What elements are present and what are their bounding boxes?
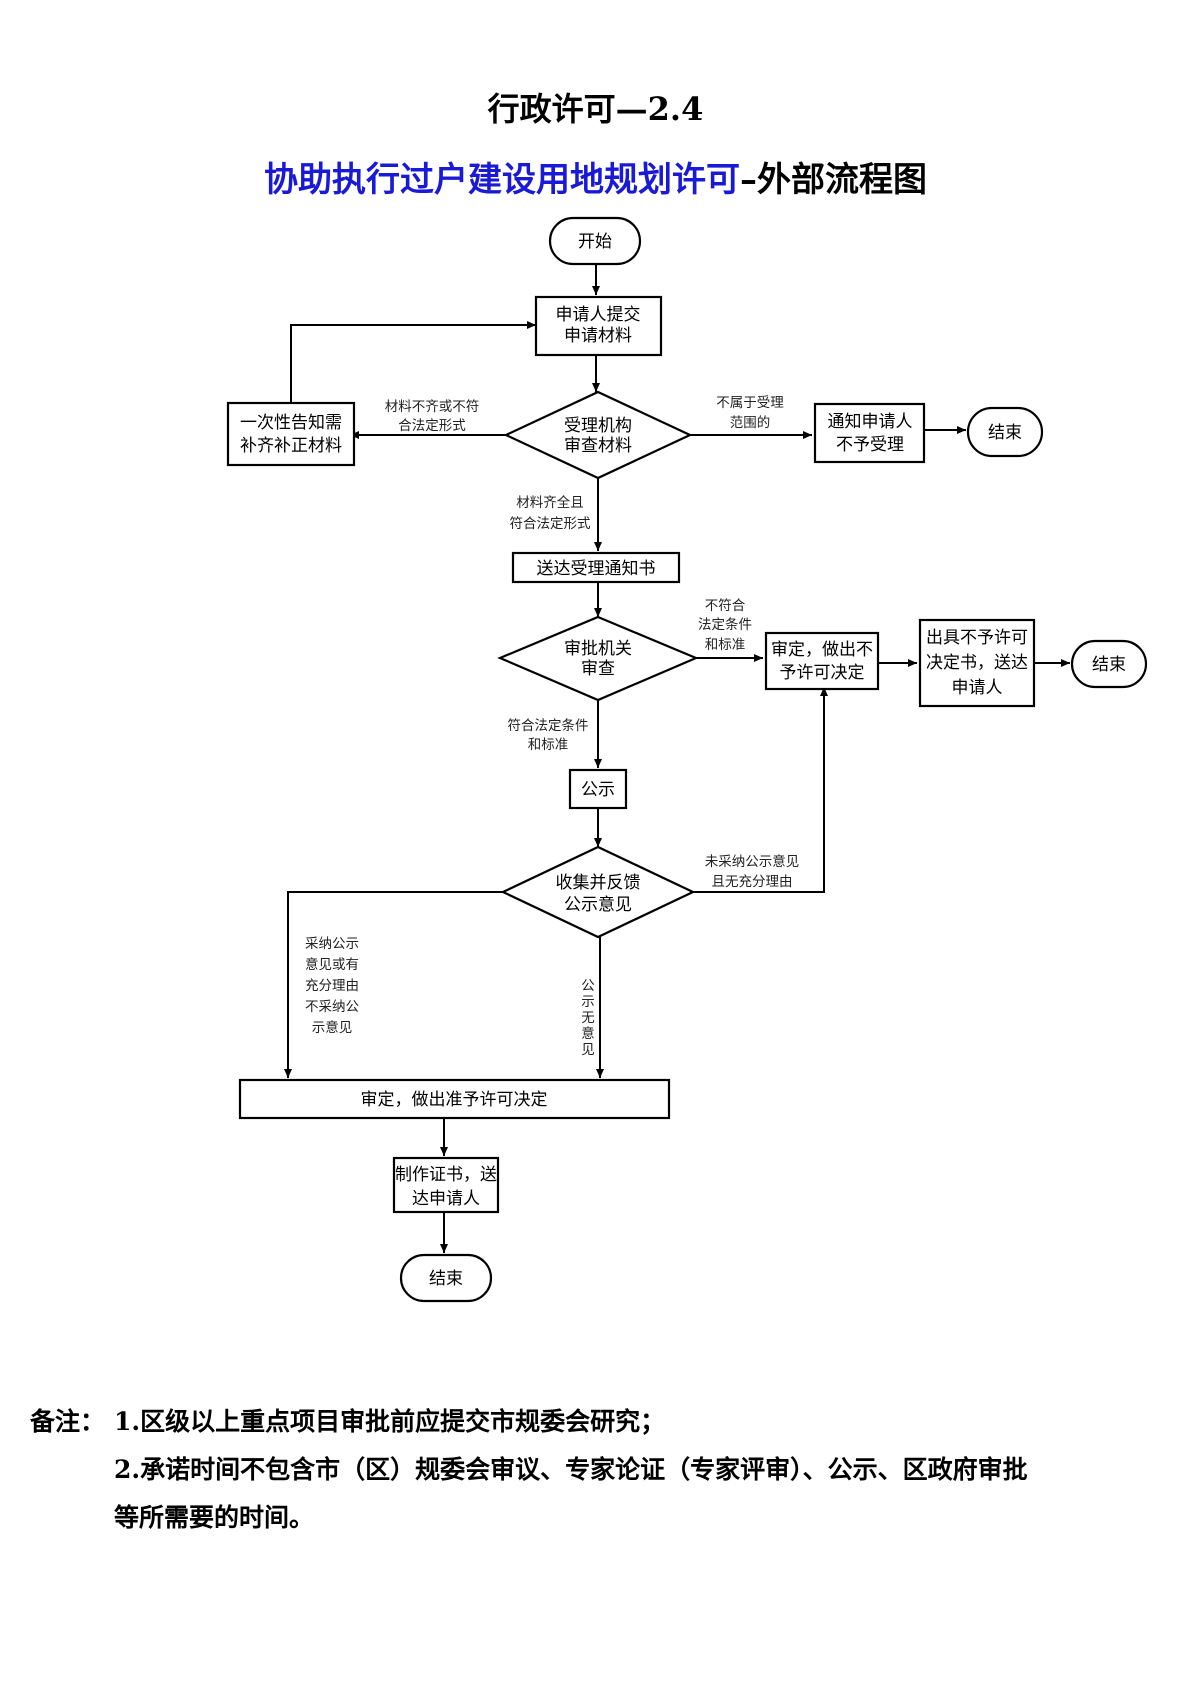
grant-decide-node (238, 1078, 671, 1120)
supplement-label: 补齐补正材料 (240, 436, 342, 456)
deny-doc-label: 申请人 (952, 678, 1003, 698)
end-node-1 (966, 406, 1044, 458)
notes-label: 备注： (30, 1407, 106, 1436)
subtitle-suffix: –外部流程图 (740, 160, 927, 200)
edge-label-no-objection: 意 (581, 1025, 595, 1042)
edge-label-complete: 符合法定形式 (510, 516, 591, 532)
deny-decide-node (764, 631, 880, 691)
notify-reject-label: 通知申请人 (828, 412, 913, 432)
edge-label-out-of-scope: 范围的 (730, 415, 771, 431)
review-label: 受理机构 (564, 416, 632, 436)
edge-label-adopted: 意见或有 (305, 956, 359, 973)
flowchart: 开始 申请人提交 申请材料 受理机构 审查材料 一次性告知需 补齐补正材料 通知… (226, 216, 1148, 1303)
edge-supplement-submit (290, 321, 536, 403)
edge-label-complete: 材料齐全且 (516, 494, 584, 511)
page-subtitle: 协助执行过户建设用地规划许可–外部流程图 (0, 152, 1191, 201)
end-node-3 (399, 1253, 493, 1303)
edge-label-adopted: 不采纳公 (305, 999, 359, 1015)
page-title: 行政许可—2.4 (487, 90, 704, 128)
grant-decide-label: 审定，做出准予许可决定 (361, 1090, 548, 1110)
supplement-node (226, 401, 356, 467)
edge-label-not-meet: 法定条件 (698, 616, 752, 633)
certificate-label: 制作证书，送 (395, 1165, 497, 1185)
collect-label: 收集并反馈 (556, 873, 641, 893)
notify-reject-node (813, 402, 926, 464)
review-decision (503, 390, 693, 480)
publicize-label: 公示 (581, 780, 615, 800)
review-label: 审查材料 (564, 436, 632, 456)
edge-label-incomplete: 材料不齐或不符 (385, 399, 480, 415)
start-node (548, 216, 642, 266)
start-label: 开始 (578, 232, 612, 252)
edge-label-not-meet: 和标准 (705, 637, 746, 653)
edge-label-adopted: 充分理由 (305, 978, 359, 994)
edge-label-meet: 符合法定条件 (508, 717, 589, 734)
deny-doc-label: 决定书，送达 (926, 653, 1028, 673)
end-node-2 (1070, 639, 1148, 689)
notice-label: 送达受理通知书 (537, 559, 656, 579)
edge-label-not-adopted: 未采纳公示意见 (705, 853, 800, 870)
subtitle-main: 协助执行过户建设用地规划许可 (264, 160, 740, 200)
deny-doc-node (918, 618, 1036, 708)
edge-label-no-objection: 示 (581, 994, 595, 1010)
deny-decide-label: 审定，做出不 (771, 640, 873, 660)
publicize-node (568, 768, 628, 810)
submit-label: 申请人提交 (556, 305, 641, 325)
edge-label-meet: 和标准 (528, 737, 569, 753)
notify-reject-label: 不予受理 (836, 435, 904, 455)
edge-label-adopted: 示意见 (312, 1019, 353, 1036)
note-item-1: 1.区级以上重点项目审批前应提交市规委会研究； (114, 1407, 666, 1436)
approve-label: 审查 (581, 659, 615, 679)
edge-label-not-meet: 不符合 (705, 598, 746, 614)
deny-decide-label: 予许可决定 (780, 663, 865, 683)
edge-label-no-objection: 无 (581, 1010, 595, 1026)
edge-label-no-objection: 见 (581, 1042, 595, 1058)
edge-label-adopted: 采纳公示 (305, 936, 359, 952)
approve-label: 审批机关 (564, 639, 632, 659)
certificate-node (392, 1156, 500, 1214)
collect-decision (500, 845, 696, 939)
edge-label-not-adopted: 且无充分理由 (712, 874, 793, 890)
edge-label-no-objection: 公 (581, 978, 595, 994)
notes: 备注： 1.区级以上重点项目审批前应提交市规委会研究； 2.承诺时间不包含市（区… (30, 1398, 1170, 1542)
certificate-label: 达申请人 (412, 1189, 480, 1209)
approve-decision (497, 615, 699, 702)
end-label-2: 结束 (1092, 655, 1126, 675)
end-label-1: 结束 (988, 423, 1022, 443)
edge-label-incomplete: 合法定形式 (398, 418, 466, 434)
edge-collect-deny (693, 687, 828, 893)
submit-label: 申请材料 (564, 326, 632, 346)
end-label-3: 结束 (429, 1269, 463, 1289)
note-item-2: 2.承诺时间不包含市（区）规委会审议、专家论证（专家评审）、公示、区政府审批 (114, 1455, 1028, 1484)
notice-node (511, 551, 681, 584)
supplement-label: 一次性告知需 (240, 413, 342, 433)
collect-label: 公示意见 (564, 895, 632, 915)
edge-label-out-of-scope: 不属于受理 (716, 395, 784, 411)
deny-doc-label: 出具不予许可 (926, 628, 1028, 648)
note-item-2-cont: 等所需要的时间。 (114, 1503, 315, 1532)
submit-node (534, 295, 663, 357)
edge-collect-grant-left (284, 891, 503, 1078)
